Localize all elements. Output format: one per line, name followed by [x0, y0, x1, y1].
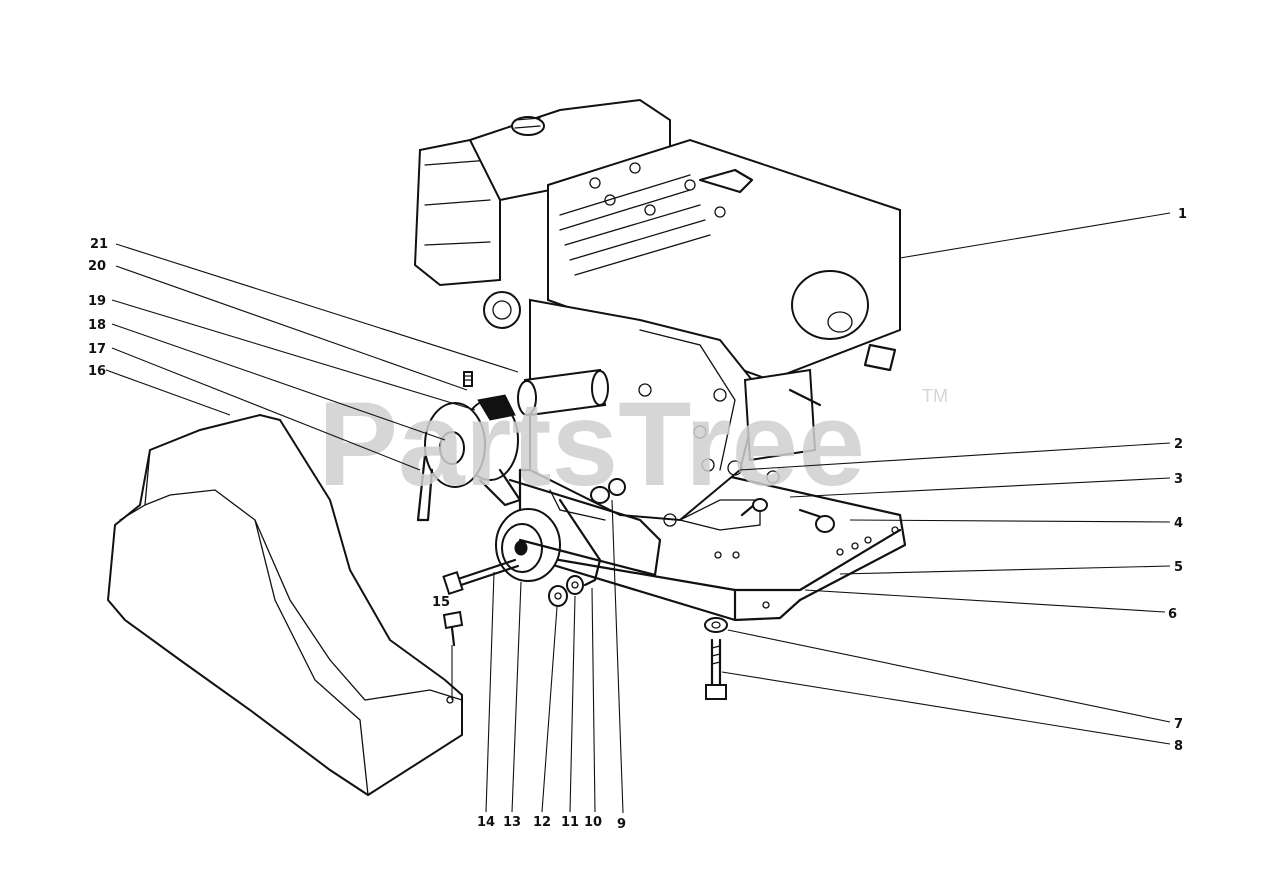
callout-2[interactable]: 2: [1174, 437, 1183, 452]
leader-lines: [105, 212, 1171, 814]
callout-18[interactable]: 18: [88, 318, 106, 333]
callout-20[interactable]: 20: [88, 259, 106, 274]
callout-7[interactable]: 7: [1174, 717, 1183, 732]
engine-pulley: [424, 394, 519, 488]
v-belt: [416, 453, 522, 522]
callout-6[interactable]: 6: [1168, 607, 1177, 622]
watermark-text: PartsTree: [318, 377, 865, 511]
callout-8[interactable]: 8: [1174, 739, 1183, 754]
washer-11: [566, 575, 584, 595]
callout-15[interactable]: 15: [432, 595, 450, 610]
callout-14[interactable]: 14: [477, 815, 495, 830]
callout-9[interactable]: 9: [617, 817, 626, 832]
callout-3[interactable]: 3: [1174, 472, 1183, 487]
callout-17[interactable]: 17: [88, 342, 106, 357]
callout-16[interactable]: 16: [88, 364, 106, 379]
set-screw-21: [463, 371, 473, 387]
callout-10[interactable]: 10: [584, 815, 602, 830]
callout-19[interactable]: 19: [88, 294, 106, 309]
bolt-15: [442, 610, 464, 647]
engine: [413, 98, 901, 533]
idler-bracket: [508, 478, 662, 587]
belt-guard: [106, 413, 463, 797]
callout-21[interactable]: 21: [90, 237, 108, 252]
nut-12: [548, 585, 568, 607]
bolt-8: [705, 638, 727, 700]
callout-12[interactable]: 12: [533, 815, 551, 830]
washer-9: [590, 478, 626, 504]
watermark-trademark: TM: [922, 386, 948, 406]
washer-7: [704, 617, 728, 633]
callout-11[interactable]: 11: [561, 815, 579, 830]
base-plate: [518, 468, 907, 622]
callouts: 1 2 3 4 5 6 7 8 9 10 11 12 13 14 15 16 1…: [88, 207, 1187, 832]
callout-4[interactable]: 4: [1174, 516, 1183, 531]
callout-1[interactable]: 1: [1178, 207, 1187, 222]
callout-13[interactable]: 13: [503, 815, 521, 830]
bolt-14: [442, 558, 520, 595]
callout-5[interactable]: 5: [1174, 560, 1183, 575]
watermark: PartsTree TM: [318, 377, 948, 511]
